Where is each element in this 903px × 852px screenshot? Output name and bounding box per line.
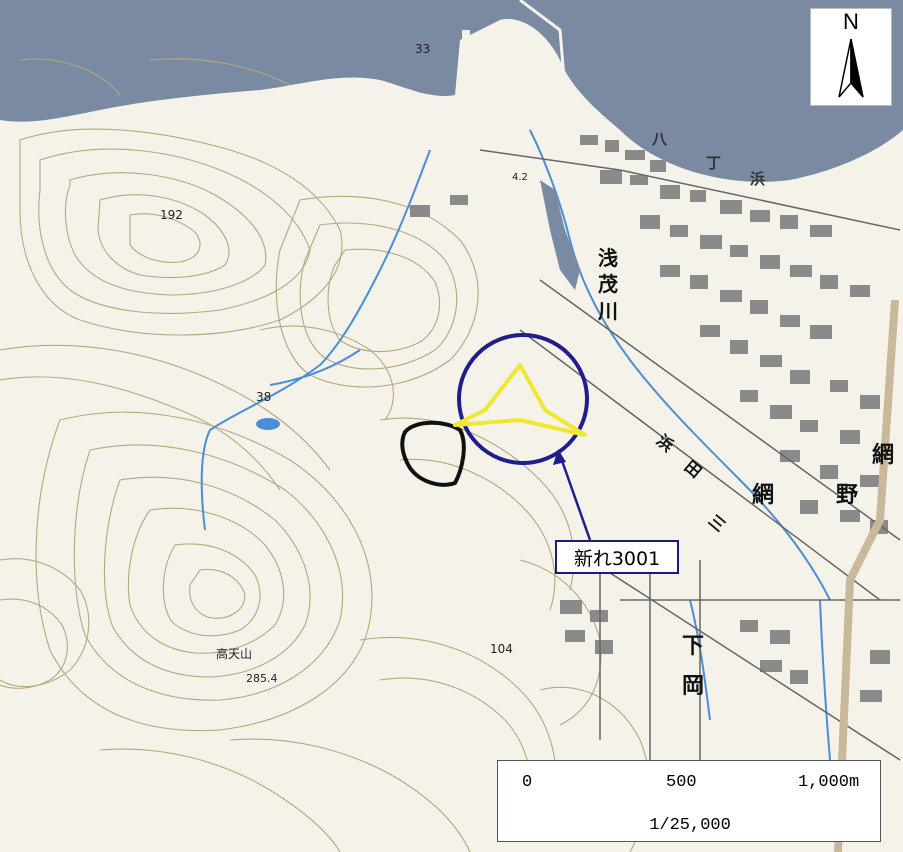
river-label-2: 茂 <box>598 272 618 296</box>
elevation-38: 38 <box>256 390 272 404</box>
urban-area <box>410 135 890 702</box>
scale-ratio: 1/25,000 <box>649 816 731 835</box>
scale-tick-0: 0 <box>522 773 533 792</box>
landslide-outline <box>400 420 466 487</box>
town-label-oka: 岡 <box>682 674 705 699</box>
scale-tick-500: 500 <box>666 773 697 792</box>
highlight-triangle <box>453 363 587 437</box>
north-arrow: N <box>810 8 892 106</box>
elevation-104: 104 <box>490 642 513 656</box>
town-label-ami-2: 網 <box>752 483 775 508</box>
highlight-circle <box>457 333 589 465</box>
river-label-3: 川 <box>598 299 618 323</box>
elevation-33: 33 <box>415 42 431 56</box>
mountain-name: 高天山 <box>216 647 253 661</box>
town-label-no: 野 <box>836 483 859 508</box>
pond <box>256 418 280 430</box>
elevation-192: 192 <box>160 208 183 222</box>
scale-tick-1000: 1,000m <box>798 773 860 792</box>
beach-label-2: 丁 <box>706 154 722 172</box>
river-channel <box>540 180 580 290</box>
town-label-shimo: 下 <box>682 634 705 659</box>
callout-arrow-head <box>553 449 566 465</box>
main-road <box>834 299 899 852</box>
sea-area <box>0 0 903 182</box>
north-arrow-icon <box>838 38 864 98</box>
scale-legend: 0 500 1,000m 1/25,000 <box>497 760 881 842</box>
town-label-ami-1: 網 <box>872 443 895 468</box>
contour-lines <box>0 58 650 852</box>
river-label-1: 浅 <box>598 246 618 270</box>
mountain-height: 285.4 <box>246 672 278 685</box>
site-callout-label: 新れ3001 <box>555 540 679 574</box>
north-label: N <box>843 9 859 34</box>
pier <box>470 110 510 117</box>
breakwater <box>519 0 587 126</box>
callout-arrow-line <box>558 454 592 541</box>
roads <box>479 149 901 761</box>
beach-label-1: 八 <box>652 130 668 148</box>
beach-label-3: 浜 <box>750 170 766 188</box>
pier <box>462 30 470 115</box>
elevation-4-2: 4.2 <box>512 172 528 183</box>
rivers <box>200 129 831 761</box>
